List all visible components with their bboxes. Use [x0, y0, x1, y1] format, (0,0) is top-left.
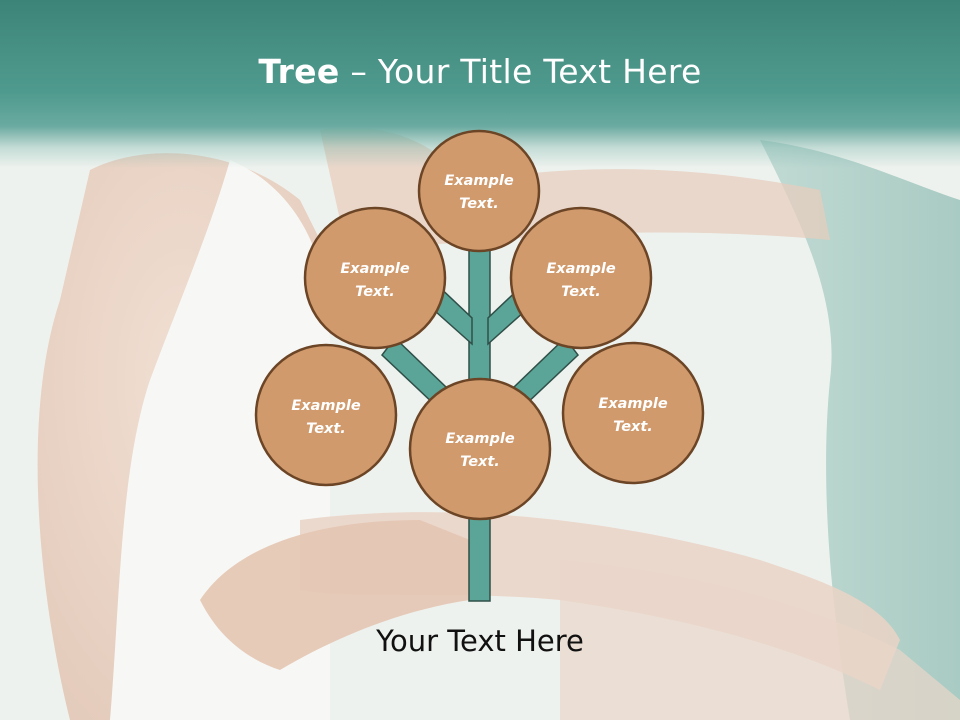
node-top: Example Text. [417, 129, 541, 253]
node-center-line1: Example [445, 431, 515, 447]
node-upper-left-line2: Text. [355, 284, 395, 300]
node-lower-left-line1: Example [291, 398, 361, 414]
title-rest: – Your Title Text Here [339, 52, 702, 91]
node-upper-right-line1: Example [546, 261, 616, 277]
node-upper-left: Example Text. [303, 206, 447, 350]
node-center-line2: Text. [460, 454, 500, 470]
node-upper-right-line2: Text. [561, 284, 601, 300]
node-upper-left-line1: Example [340, 261, 410, 277]
node-upper-right: Example Text. [509, 206, 653, 350]
node-center: Example Text. [408, 377, 552, 521]
node-top-line1: Example [444, 173, 514, 189]
node-lower-right-line1: Example [598, 396, 668, 412]
node-top-line2: Text. [459, 196, 499, 212]
title-bold: Tree [258, 52, 340, 91]
node-lower-left: Example Text. [254, 343, 398, 487]
tree-nodes: Example Text. Example Text. Example Text… [254, 129, 705, 521]
node-lower-right: Example Text. [561, 341, 705, 485]
caption-text: Your Text Here [376, 624, 584, 658]
slide-title: Tree – Your Title Text Here [0, 52, 960, 91]
node-lower-left-line2: Text. [306, 421, 346, 437]
node-lower-right-line2: Text. [613, 419, 653, 435]
